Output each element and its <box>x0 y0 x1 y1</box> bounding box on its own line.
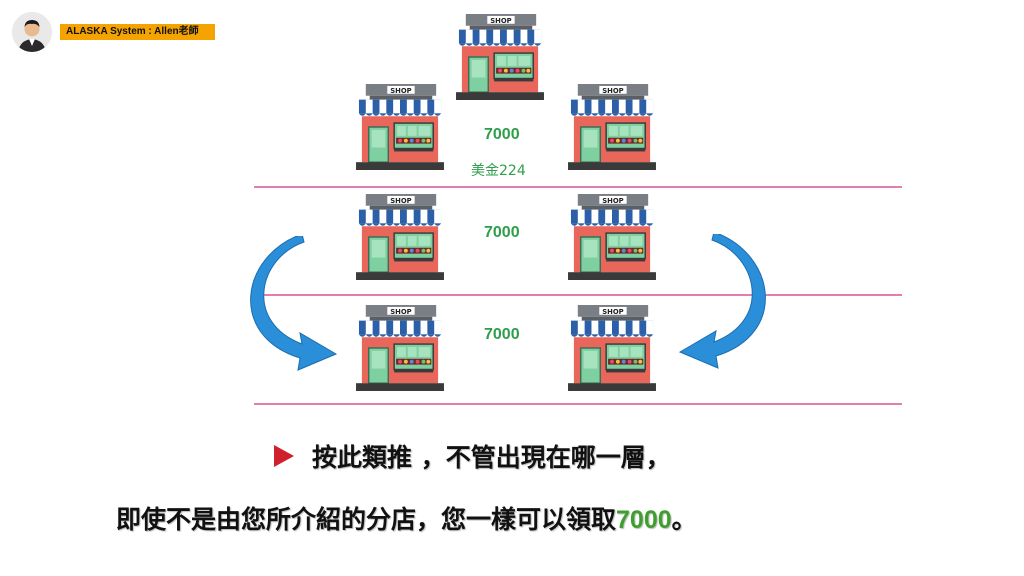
shop-level3-right <box>568 305 656 391</box>
curved-arrow-right <box>678 234 766 369</box>
shop-level3-left <box>356 305 444 391</box>
shop-level2-right <box>568 194 656 280</box>
presenter-photo <box>12 12 52 52</box>
value-level2: 7000 <box>484 224 520 241</box>
text-line-2: 即使不是由您所介紹的分店，您一樣可以領取7000。 <box>116 500 697 536</box>
value-level1: 7000 <box>484 126 520 143</box>
avatar <box>12 12 52 52</box>
curved-arrow-left <box>250 236 338 371</box>
text-line-2-prefix: 即使不是由您所介紹的分店，您一樣可以領取 <box>116 505 617 534</box>
shop-top <box>456 14 544 100</box>
divider-line-2 <box>254 294 902 296</box>
text-line-2-amount: 7000 <box>616 506 672 534</box>
shop-level1-left <box>356 84 444 170</box>
value-level3: 7000 <box>484 326 520 343</box>
bullet-triangle-icon <box>274 445 294 467</box>
text-line-1: 按此類推 ，不管出現在哪一層， <box>312 443 671 472</box>
value-level1-usd: 美金224 <box>471 163 526 179</box>
divider-line-1 <box>254 186 902 188</box>
presenter-tag: ALASKA System : Allen老師 <box>60 24 215 40</box>
shop-level2-left <box>356 194 444 280</box>
text-line-2-suffix: 。 <box>671 505 697 534</box>
divider-line-3 <box>254 403 902 405</box>
shop-level1-right <box>568 84 656 170</box>
